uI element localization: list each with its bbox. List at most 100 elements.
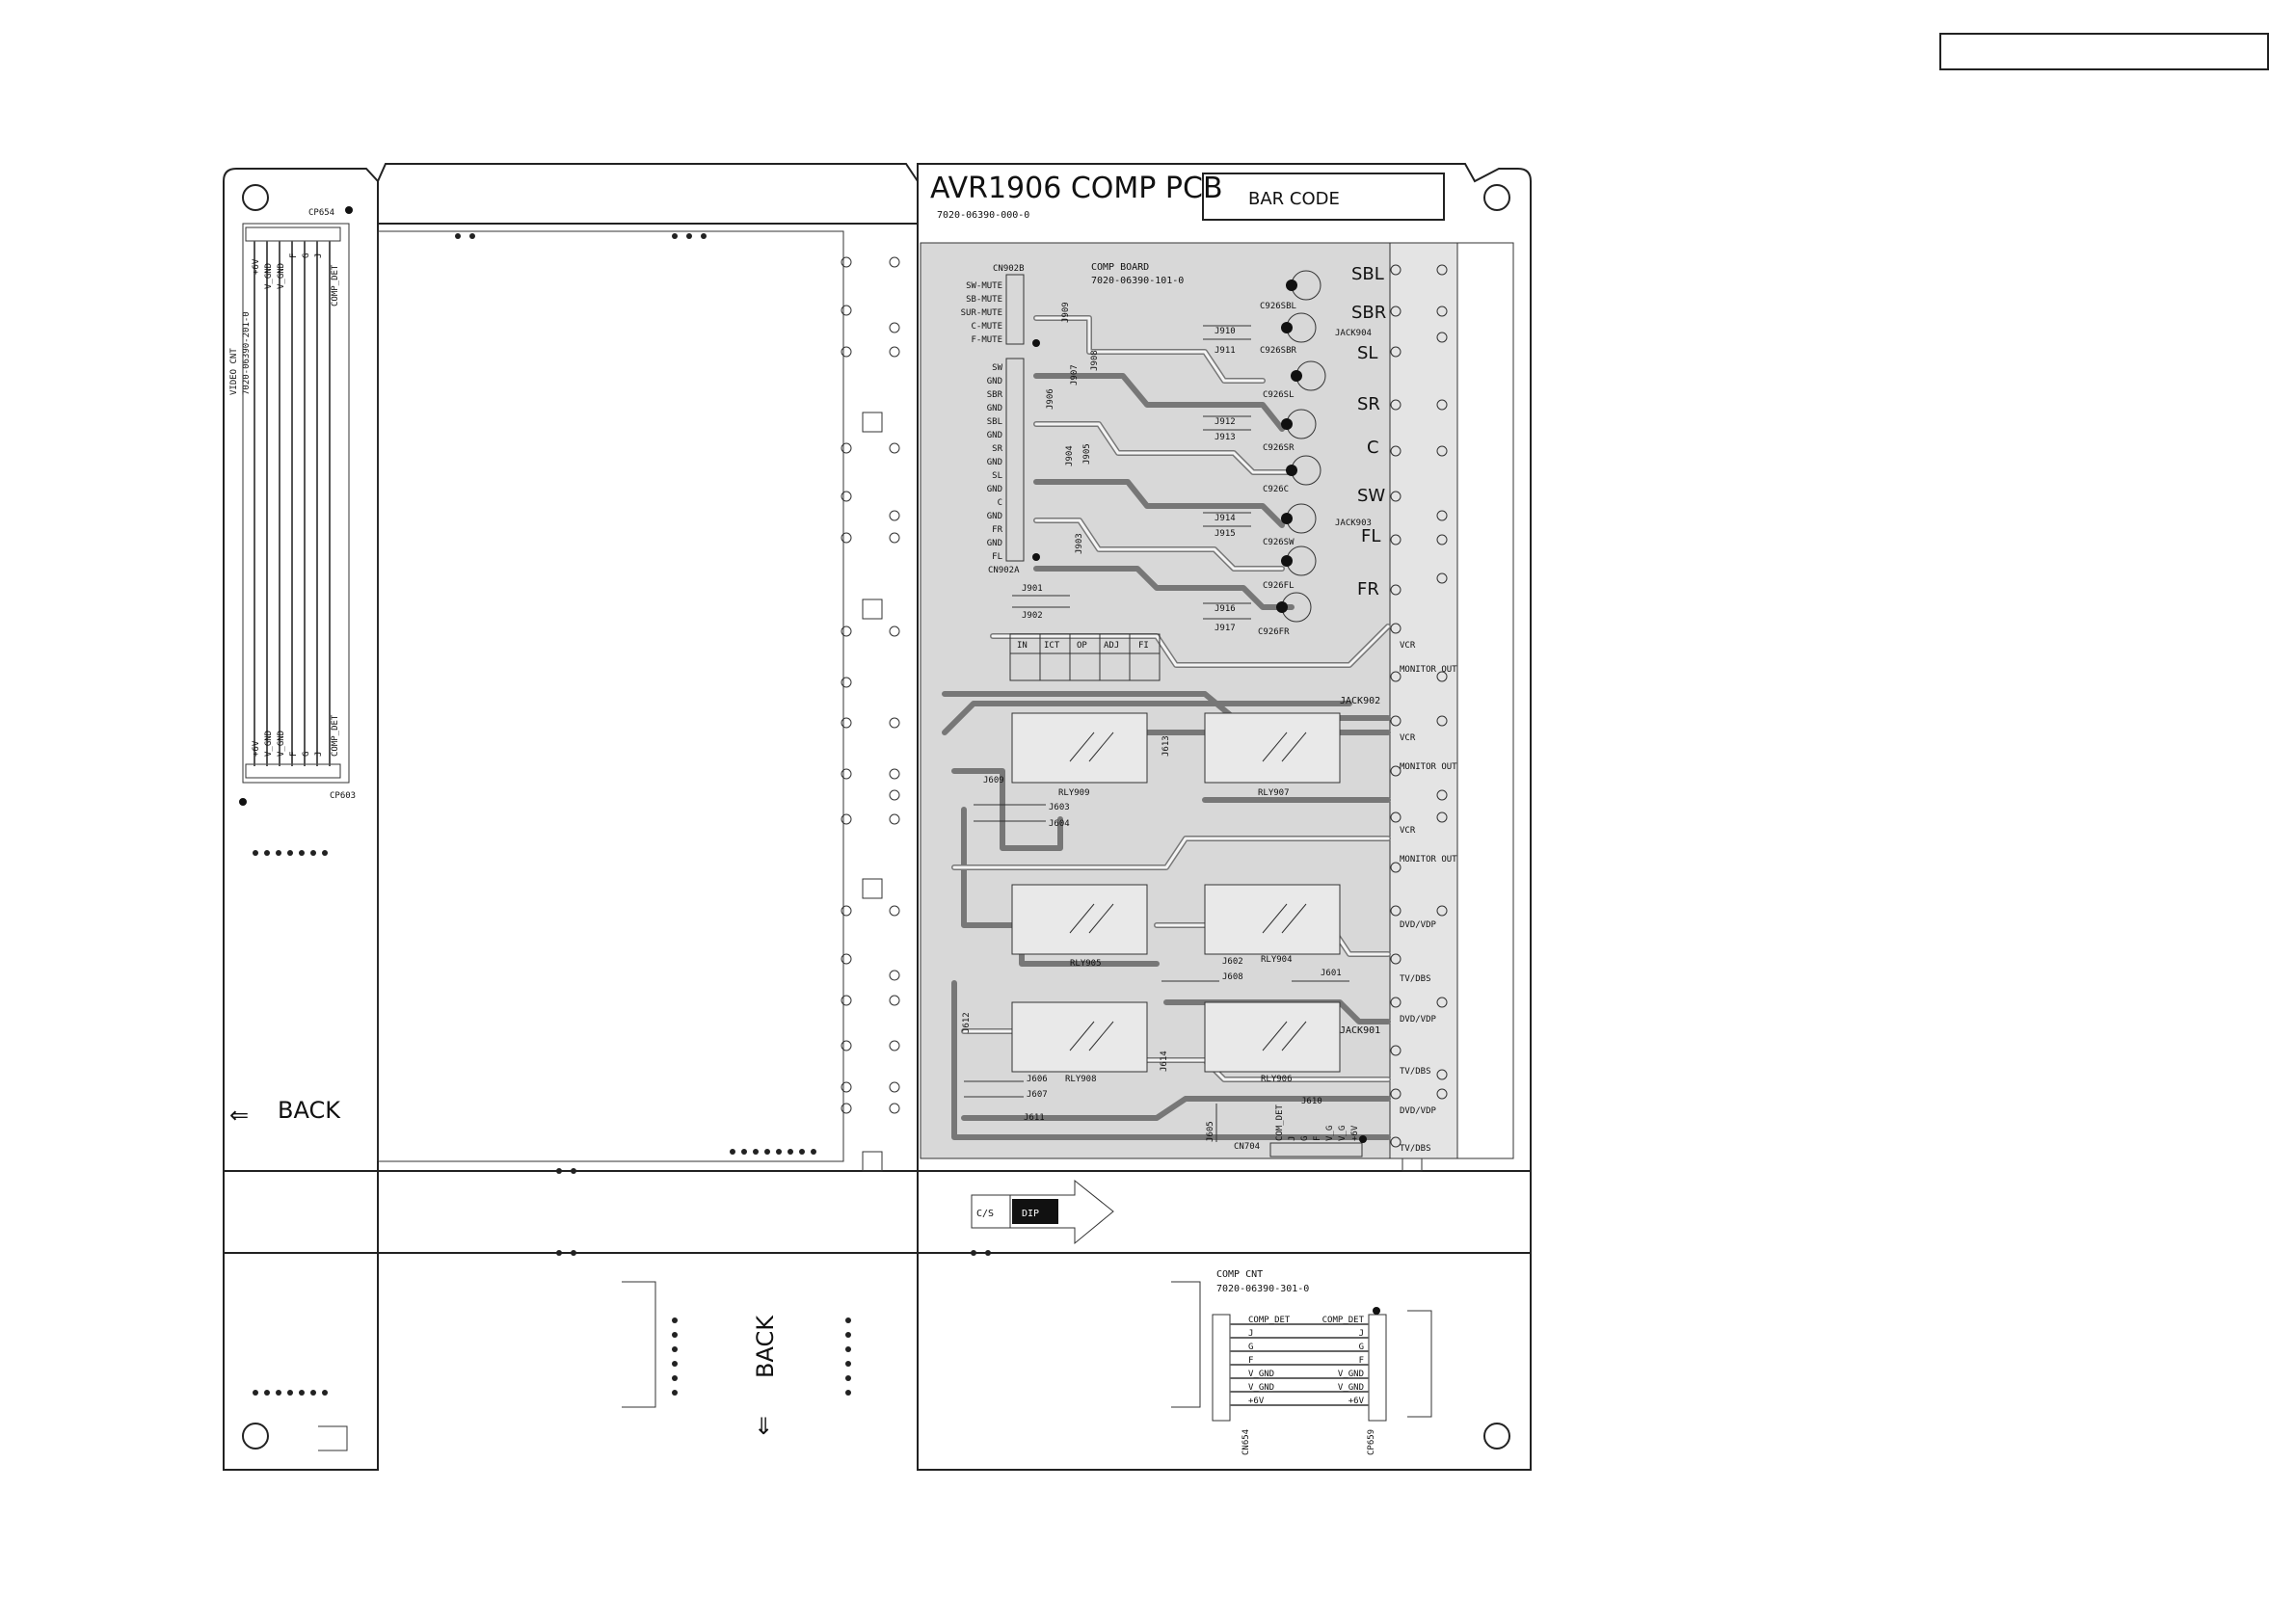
back-arrow-left-icon: ⇐: [229, 1102, 249, 1129]
svg-text:J603: J603: [1049, 803, 1070, 812]
svg-text:+6V: +6V: [1248, 1397, 1265, 1406]
svg-text:COMP_DET: COMP_DET: [331, 714, 340, 757]
svg-text:J915: J915: [1215, 529, 1236, 539]
svg-text:MONITOR OUT: MONITOR OUT: [1400, 855, 1457, 865]
jack904-labels: SBL SBR JACK904 SL SR C SW JACK903 FL FR: [1335, 264, 1386, 599]
svg-text:J610: J610: [1301, 1097, 1322, 1106]
svg-text:+6V: +6V: [252, 740, 261, 757]
svg-text:MONITOR OUT: MONITOR OUT: [1400, 665, 1457, 675]
svg-text:MONITOR OUT: MONITOR OUT: [1400, 762, 1457, 772]
svg-text:J609: J609: [983, 776, 1004, 785]
svg-text:COMP_DET: COMP_DET: [1248, 1316, 1291, 1325]
svg-text:J901: J901: [1022, 584, 1043, 594]
svg-text:FI: FI: [1138, 641, 1149, 651]
svg-text:COM_DET: COM_DET: [1275, 1104, 1285, 1141]
svg-text:JACK903: JACK903: [1335, 519, 1372, 528]
svg-text:C926SBR: C926SBR: [1260, 346, 1297, 356]
svg-text:J: J: [314, 253, 324, 258]
svg-text:C: C: [1367, 438, 1379, 458]
svg-text:V_GND: V_GND: [277, 263, 286, 289]
svg-text:SB-MUTE: SB-MUTE: [966, 295, 1002, 305]
svg-text:J912: J912: [1215, 417, 1236, 427]
video-cnt-pins-top: +6V V_GND V_GND F G J COMP_DET: [252, 253, 340, 306]
comp-cnt-part-no: 7020-06390-301-0: [1216, 1284, 1309, 1294]
svg-text:J: J: [1248, 1329, 1253, 1339]
relays: [1011, 712, 1341, 1073]
cn704-pins: COM_DET J G F V_G V_G +6V: [1275, 1104, 1360, 1141]
back-label-left: BACK: [278, 1097, 341, 1124]
svg-text:C926SL: C926SL: [1263, 390, 1295, 400]
relay-rly909: RLY909: [1058, 788, 1090, 798]
relay-rly908: RLY908: [1065, 1075, 1097, 1084]
svg-text:C926C: C926C: [1263, 485, 1289, 494]
svg-text:FL: FL: [1361, 526, 1380, 546]
relay-rly905: RLY905: [1070, 959, 1102, 969]
svg-text:J910: J910: [1215, 327, 1236, 336]
svg-text:F-MUTE: F-MUTE: [971, 335, 1002, 345]
cn902b-header: [1005, 274, 1025, 345]
relay-rly904: RLY904: [1261, 955, 1293, 965]
svg-text:V_G: V_G: [1338, 1126, 1348, 1141]
svg-text:SBL: SBL: [987, 417, 1002, 427]
svg-text:J917: J917: [1215, 624, 1236, 633]
comp-cnt-cn-label: CN654: [1241, 1429, 1251, 1455]
svg-text:+6V: +6V: [1350, 1125, 1360, 1141]
svg-text:C: C: [998, 498, 1002, 508]
comp-cnt-cp-label: CP659: [1367, 1429, 1376, 1455]
svg-text:+6V: +6V: [252, 258, 261, 275]
svg-text:J602: J602: [1222, 957, 1243, 967]
dip-label: DIP: [1022, 1209, 1039, 1219]
svg-text:J: J: [1288, 1136, 1297, 1141]
cn902a-pins: SW GND SBR GND SBL GND SR GND SL GND C G…: [987, 363, 1003, 562]
video-cnt-pins-bottom: +6V V_GND V_GND F G J COMP_DET: [252, 714, 340, 757]
svg-text:+6V: +6V: [1348, 1397, 1365, 1406]
svg-text:COMP_DET: COMP_DET: [1322, 1316, 1365, 1325]
svg-text:JACK904: JACK904: [1335, 329, 1372, 338]
svg-text:G: G: [1359, 1343, 1364, 1352]
svg-text:V_GND: V_GND: [1248, 1370, 1274, 1379]
svg-text:V_GND: V_GND: [1248, 1383, 1274, 1393]
svg-text:J916: J916: [1215, 604, 1236, 614]
dip-indicator: [971, 1179, 1114, 1245]
svg-text:DVD/VDP: DVD/VDP: [1400, 1106, 1437, 1116]
svg-text:SBR: SBR: [987, 390, 1003, 400]
svg-text:GND: GND: [987, 458, 1002, 467]
bar-code-label: BAR CODE: [1248, 189, 1340, 209]
svg-text:J604: J604: [1049, 819, 1070, 829]
svg-text:DVD/VDP: DVD/VDP: [1400, 1015, 1437, 1024]
comp-board-part-no: 7020-06390-101-0: [1091, 276, 1184, 286]
svg-text:SR: SR: [992, 444, 1002, 454]
svg-text:F: F: [1248, 1356, 1253, 1366]
svg-text:F: F: [1359, 1356, 1364, 1366]
svg-text:J914: J914: [1215, 514, 1236, 523]
svg-text:DVD/VDP: DVD/VDP: [1400, 920, 1437, 930]
svg-text:C926SW: C926SW: [1263, 538, 1295, 547]
svg-text:J909: J909: [1061, 302, 1071, 323]
svg-text:COMP_DET: COMP_DET: [331, 264, 340, 306]
svg-text:F: F: [289, 253, 299, 258]
svg-text:J906: J906: [1046, 388, 1055, 410]
cn902b-label: CN902B: [993, 264, 1025, 274]
cn704-label: CN704: [1234, 1142, 1260, 1152]
board-title: AVR1906 COMP PCB: [930, 172, 1223, 205]
svg-text:V_GND: V_GND: [1338, 1383, 1364, 1393]
svg-text:J904: J904: [1065, 445, 1075, 466]
svg-text:SW: SW: [992, 363, 1002, 373]
svg-text:C926SR: C926SR: [1263, 443, 1295, 453]
svg-text:TV/DBS: TV/DBS: [1400, 1144, 1431, 1154]
svg-text:GND: GND: [987, 404, 1002, 413]
cn902b-pins: SW-MUTE SB-MUTE SUR-MUTE C-MUTE F-MUTE: [961, 281, 1002, 345]
svg-text:J903: J903: [1075, 533, 1084, 554]
board-part-no: 7020-06390-000-0: [937, 210, 1029, 221]
svg-text:G: G: [1248, 1343, 1253, 1352]
video-cnt-cp-bottom: CP603: [330, 791, 356, 801]
comp-board-title: COMP BOARD: [1091, 262, 1149, 273]
jack904-pads: [1390, 264, 1448, 596]
svg-text:C-MUTE: C-MUTE: [971, 322, 1002, 332]
svg-text:ICT: ICT: [1044, 641, 1060, 651]
svg-text:J612: J612: [962, 1012, 972, 1033]
svg-text:GND: GND: [987, 431, 1002, 440]
svg-text:FL: FL: [992, 552, 1002, 562]
svg-text:GND: GND: [987, 512, 1002, 521]
